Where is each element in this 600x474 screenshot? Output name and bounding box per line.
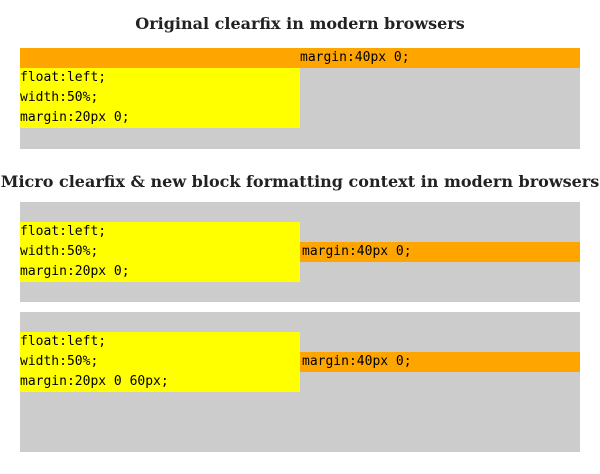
float-rule-width: width:50%; — [20, 354, 99, 369]
float-rule-float: float:left; — [20, 334, 107, 349]
margin-block-label: margin:40px 0; — [302, 354, 412, 369]
margin-block: margin:40px 0; — [20, 48, 580, 68]
margin-block-label: margin:40px 0; — [302, 244, 412, 259]
float-block: float:left; width:50%; margin:20px 0; — [20, 222, 300, 282]
float-rule-width: width:50%; — [20, 90, 99, 105]
float-rule-float: float:left; — [20, 224, 107, 239]
float-block: float:left; width:50%; margin:20px 0; — [20, 68, 300, 128]
demo-micro-clearfix-1: float:left; width:50%; margin:20px 0; ma… — [20, 202, 580, 302]
section-title-original-clearfix: Original clearfix in modern browsers — [135, 14, 465, 33]
float-rule-margin: margin:20px 0; — [20, 110, 130, 125]
margin-block-label: margin:40px 0; — [300, 50, 410, 65]
demo-micro-clearfix-2: float:left; width:50%; margin:20px 0 60p… — [20, 312, 580, 452]
margin-block: margin:40px 0; — [300, 242, 580, 262]
float-rule-width: width:50%; — [20, 244, 99, 259]
float-rule-margin: margin:20px 0 60px; — [20, 374, 169, 389]
section-title-micro-clearfix: Micro clearfix & new block formatting co… — [0, 172, 600, 191]
float-rule-margin: margin:20px 0; — [20, 264, 130, 279]
float-rule-float: float:left; — [20, 70, 107, 85]
demo-original-clearfix: margin:40px 0; float:left; width:50%; ma… — [20, 48, 580, 149]
float-block: float:left; width:50%; margin:20px 0 60p… — [20, 332, 300, 392]
margin-block: margin:40px 0; — [300, 352, 580, 372]
